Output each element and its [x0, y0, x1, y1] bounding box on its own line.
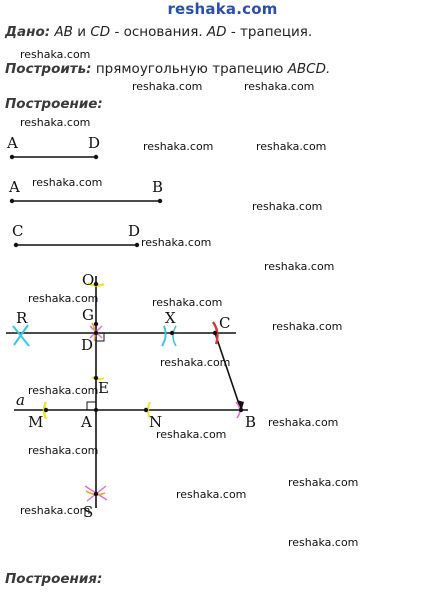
point-label-o: O — [82, 271, 94, 289]
point-label-s: S — [83, 503, 93, 521]
given-trapezoid: - трапеция. — [230, 24, 313, 40]
point-label-n: N — [149, 413, 162, 431]
construct-line: Построить: прямоугольную трапецию ABCD. — [5, 61, 330, 77]
construction-heading-text: Построение: — [5, 96, 103, 112]
point-label-c: C — [219, 314, 230, 332]
watermark: reshaka.com — [132, 80, 203, 93]
given-ab: AB — [54, 24, 73, 40]
construction-heading: Построение: — [5, 96, 103, 112]
given-line: Дано: AB и CD - основания. AD - трапеция… — [5, 24, 312, 40]
watermark: reshaka.com — [288, 536, 359, 549]
constructions-footer: Построения: — [5, 571, 102, 587]
given-bases: - основания. — [114, 24, 203, 40]
watermark: reshaka.com — [268, 416, 339, 429]
watermark: reshaka.com — [28, 292, 99, 305]
construct-label: Построить: — [5, 61, 92, 77]
watermark: reshaka.com — [20, 504, 91, 517]
watermark: reshaka.com — [143, 140, 214, 153]
line-label-a: a — [16, 391, 25, 409]
point-label-b: B — [245, 413, 256, 431]
given-ad: AD — [206, 24, 227, 40]
main-construction: O G R X C D E a M A N B S — [6, 271, 256, 521]
point-label-r: R — [16, 309, 28, 327]
point-label-d: D — [81, 336, 93, 354]
point-label-m: M — [28, 413, 43, 431]
point-label-b: B — [152, 178, 163, 196]
site-header[interactable]: reshaka.com — [167, 0, 278, 18]
point-label-c: C — [12, 222, 23, 240]
construct-abcd: ABCD. — [287, 61, 331, 77]
watermark: reshaka.com — [288, 476, 359, 489]
segment-cd: C D — [12, 222, 140, 248]
segment-ad: A D — [6, 134, 100, 160]
point-label-d: D — [88, 134, 100, 152]
watermark: reshaka.com — [244, 80, 315, 93]
watermark: reshaka.com — [272, 320, 343, 333]
watermark: reshaka.com — [28, 444, 99, 457]
point-label-x: X — [165, 309, 176, 327]
given-cd: CD — [90, 24, 111, 40]
construct-text: прямоугольную трапецию — [95, 61, 284, 77]
watermark: reshaka.com — [152, 296, 223, 309]
watermark: reshaka.com — [176, 488, 247, 501]
watermark: reshaka.com — [156, 428, 227, 441]
given-label: Дано: — [5, 24, 51, 40]
watermark: reshaka.com — [141, 236, 212, 249]
given-and: и — [77, 24, 87, 40]
watermark: reshaka.com — [20, 116, 91, 129]
watermark: reshaka.com — [28, 384, 99, 397]
leg-cb — [214, 332, 242, 411]
point-label-a: A — [8, 178, 20, 196]
watermark: reshaka.com — [264, 260, 335, 273]
point-label-a: A — [80, 413, 92, 431]
point-label-g: G — [82, 306, 94, 324]
segment-ab: A B — [8, 178, 163, 204]
watermark: reshaka.com — [252, 200, 323, 213]
constructions-footer-text: Построения: — [5, 571, 103, 587]
point-label-e: E — [98, 379, 109, 397]
point-label-d: D — [128, 222, 140, 240]
watermark: reshaka.com — [256, 140, 327, 153]
point-label-a: A — [6, 134, 18, 152]
watermark: reshaka.com — [160, 356, 231, 369]
watermark: reshaka.com — [32, 176, 103, 189]
watermark: reshaka.com — [20, 48, 91, 61]
